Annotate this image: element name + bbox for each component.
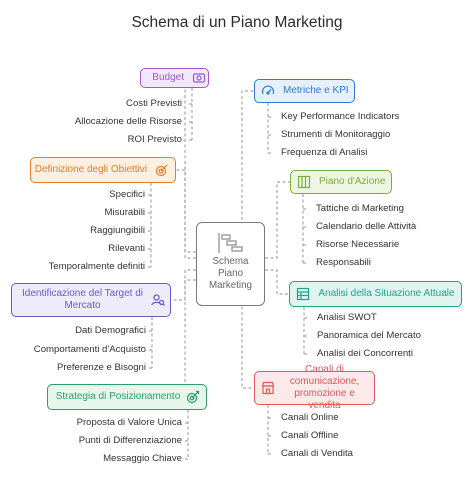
branch-situazione-label: Analisi della Situazione Attuale <box>318 288 455 299</box>
branch-budget: Budget <box>140 68 209 88</box>
leaf-risorse-necessarie: Risorse Necessarie <box>316 239 400 250</box>
leaf-punti-differenziazione: Punti di Differenziazione <box>78 435 182 446</box>
branch-metriche-kpi: Metriche e KPI <box>254 79 355 103</box>
leaf-roi-previsto: ROI Previsto <box>127 134 182 145</box>
branch-azione-label: Piano d'Azione <box>319 176 386 187</box>
leaf-strumenti-monitoraggio: Strumenti di Monitoraggio <box>281 129 391 140</box>
leaf-tattiche-marketing: Tattiche di Marketing <box>316 203 404 214</box>
branch-piano-azione: Piano d'Azione <box>290 170 392 194</box>
connector-target <box>171 269 196 301</box>
person-search-icon <box>149 291 167 309</box>
branch-obiettivi-label: Definizione degli Obiettivi <box>34 164 147 175</box>
target-arrow-icon <box>184 388 202 406</box>
branch-target-label: Identificazione del Target di Mercato <box>21 288 143 311</box>
branch-canali-comunicazione: Canali di comunicazione, promozione e ve… <box>254 364 375 411</box>
leaf-frequenza-analisi: Frequenza di Analisi <box>281 147 368 158</box>
leaf-preferenze-bisogni: Preferenze e Bisogni <box>56 362 146 373</box>
leaf-temporalmente-definiti: Temporalmente definiti <box>48 261 145 272</box>
branch-metriche-label: Metriche e KPI <box>283 85 349 96</box>
spreadsheet-icon <box>294 285 312 303</box>
central-node: Schema Piano Marketing <box>196 222 265 306</box>
leaf-comportamenti-acquisto: Comportamenti d'Acquisto <box>33 344 146 355</box>
branch-identificazione-target: Identificazione del Target di Mercato <box>11 283 171 317</box>
leaf-messaggio-chiave: Messaggio Chiave <box>103 453 182 464</box>
diagram-title: Schema di un Piano Marketing <box>131 14 343 31</box>
leaf-kpi: Key Performance Indicators <box>281 111 400 122</box>
board-icon <box>295 173 313 191</box>
leaf-allocazione-risorse: Allocazione delle Risorse <box>74 116 182 127</box>
central-label-line-2: Piano <box>217 268 244 279</box>
leaf-dati-demografici: Dati Demografici <box>75 325 146 336</box>
money-icon <box>190 69 208 87</box>
connector-situazione <box>265 269 289 295</box>
leaf-raggiungibili: Raggiungibili <box>90 225 145 236</box>
leaf-canali-offline: Canali Offline <box>281 430 339 441</box>
leaf-proposta-valore: Proposta di Valore Unica <box>76 417 182 428</box>
branch-strategia-posizionamento: Strategia di Posizionamento <box>47 384 207 410</box>
leaf-responsabili: Responsabili <box>316 257 371 268</box>
leaf-misurabili: Misurabili <box>104 207 145 218</box>
leaf-calendario-attivita: Calendario delle Attività <box>316 221 417 232</box>
connector-obiettivi <box>176 169 196 259</box>
branch-analisi-situazione: Analisi della Situazione Attuale <box>289 281 462 307</box>
leaf-specifici: Specifici <box>109 189 145 200</box>
leaf-rilevanti: Rilevanti <box>108 243 145 254</box>
central-label-line-1: Schema <box>212 256 249 267</box>
gauge-icon <box>259 82 277 100</box>
leaf-analisi-concorrenti: Analisi dei Concorrenti <box>317 348 413 359</box>
target-icon <box>153 161 171 179</box>
branch-canali-label: Canali di comunicazione, promozione e ve… <box>289 364 360 411</box>
leaf-canali-online: Canali Online <box>281 412 339 423</box>
storefront-icon <box>259 379 277 397</box>
branch-posizionamento-label: Strategia di Posizionamento <box>55 391 181 402</box>
branch-budget-label: Budget <box>152 72 184 83</box>
leaf-analisi-swot: Analisi SWOT <box>317 312 377 323</box>
leaf-costi-previsti: Costi Previsti <box>126 98 182 109</box>
gantt-chart-icon <box>217 232 245 254</box>
branch-definizione-obiettivi: Definizione degli Obiettivi <box>30 157 176 183</box>
connector-azione <box>265 181 290 259</box>
leaf-canali-vendita: Canali di Vendita <box>281 448 354 459</box>
leaf-panoramica-mercato: Panoramica del Mercato <box>317 330 421 341</box>
central-label-line-3: Marketing <box>208 280 252 291</box>
connector-budget <box>184 77 209 253</box>
